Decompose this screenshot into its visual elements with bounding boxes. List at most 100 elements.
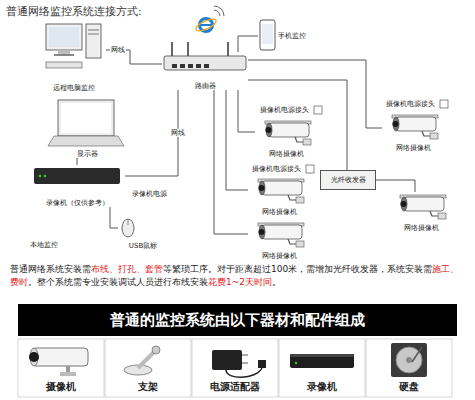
router-node: 路由器: [162, 52, 248, 90]
node-label: 网络摄像机: [269, 150, 304, 158]
pc-drive: [88, 30, 99, 31]
product-bracket-ball: [152, 346, 160, 354]
part-label: 摄像机电源接头: [252, 165, 301, 173]
product-hdd-spindle: [406, 357, 412, 363]
note-text: 。整个系统需专业安装调试人员进行布线安装: [28, 277, 208, 287]
camera-node: 网络摄像机: [255, 118, 317, 158]
note-text: 。: [272, 277, 281, 287]
product-camera-body: [32, 348, 88, 366]
node-label: 网络摄像机: [396, 144, 431, 152]
router-antenna: [171, 42, 173, 56]
node-label: 光纤收发器: [331, 176, 366, 184]
product-hdd-platter: [396, 347, 422, 373]
product-camera-arm: [66, 366, 70, 373]
highlight-text: 花费1~2天时间: [208, 277, 272, 287]
camera-icon: [258, 223, 304, 247]
cable-connector: [248, 60, 382, 128]
monitor-node: 显示器: [50, 98, 125, 158]
product-adapter-cord: [226, 368, 262, 377]
product-name: 支架: [138, 381, 158, 393]
node-label: 手机监控: [278, 32, 306, 40]
router-body: [164, 56, 246, 70]
note-text: 等繁琐工序。对于距离超过100米，需增加光纤收发器，系统安装需: [163, 264, 432, 274]
part-label: 摄像机电源接头: [260, 106, 309, 114]
cable-connector: [214, 90, 248, 234]
product-nvr-body: [290, 354, 354, 368]
monitor-screen: [61, 103, 111, 133]
product-cell: [18, 339, 104, 397]
band-heading: 普通的监控系统由以下器材和配件组成: [110, 311, 365, 329]
product-nvr-led: [295, 362, 297, 364]
highlight-text: 布线、打孔、套管: [91, 264, 163, 274]
router-port: [172, 64, 177, 68]
wifi-arc: [214, 6, 224, 16]
product-hdd-arm: [412, 347, 422, 362]
part-label: 本地监控: [30, 241, 58, 249]
node-label: 路由器: [195, 82, 216, 90]
product-bracket-arm: [138, 352, 154, 368]
pc-tower: [86, 24, 101, 58]
cable-connector: [238, 36, 258, 52]
phone-screen: [262, 24, 273, 44]
power-outlet: [314, 106, 322, 114]
camera-icon: [258, 179, 304, 203]
power-outlet: [440, 100, 448, 108]
pc-screen: [49, 27, 79, 47]
phone-body: [260, 20, 275, 50]
nvr-led: [39, 175, 42, 178]
product-adapter-plug: [258, 360, 266, 368]
pc-stand-base: [54, 54, 74, 56]
wifi-arc: [214, 10, 220, 16]
camera-icon: [265, 121, 311, 145]
camera-node: 网络摄像机: [248, 220, 310, 260]
router-port: [204, 64, 209, 68]
cable-label: 网线: [170, 129, 186, 137]
cable-connector: [77, 158, 78, 165]
mouse-button-line: [128, 220, 129, 225]
computer-node: 远程电脑监控: [42, 20, 106, 92]
node-label: 远程电脑监控: [53, 84, 95, 92]
section-band: 普通的监控系统由以下器材和配件组成: [18, 304, 457, 336]
part-label: 录像机电源: [132, 190, 167, 198]
product-cell: [192, 339, 278, 397]
product-cell: [105, 339, 191, 397]
note-paragraph: 普通网络系统安装需布线、打孔、套管等繁琐工序。对于距离超过100米，需增加光纤收…: [10, 263, 465, 289]
product-camera-bezel: [30, 348, 38, 366]
product-hdd-body: [391, 343, 427, 377]
cable-connector: [248, 80, 347, 170]
product-name: 录像机: [307, 381, 337, 393]
part-label: 摄像机电源接头: [386, 100, 435, 108]
node-label: 显示器: [77, 150, 98, 158]
camera-icon: [400, 195, 446, 219]
node-label: USB鼠标: [129, 242, 157, 250]
ie-icon-ring: [194, 17, 217, 34]
product-name: 摄像机: [46, 381, 76, 393]
product-cell: [366, 339, 452, 397]
camera-node: 网络摄像机: [390, 192, 452, 232]
router-port: [188, 64, 193, 68]
router-antenna: [227, 42, 229, 56]
node-label: 网络摄像机: [262, 208, 297, 216]
router-port: [196, 64, 201, 68]
mouse-node: USB鼠标: [118, 218, 168, 250]
recorder-node: 录像机（仅供参考）: [30, 165, 125, 207]
note-text: 普通网络系统安装需: [10, 264, 91, 274]
mouse-body: [122, 219, 134, 237]
product-cell: [279, 339, 365, 397]
product-adapter-body: [212, 350, 242, 370]
camera-node: 网络摄像机: [248, 176, 310, 216]
cable-label: 网线: [110, 46, 126, 54]
pc-monitor: [46, 24, 82, 50]
node-label: 录像机（仅供参考）: [46, 199, 109, 207]
product-camera-base: [60, 372, 76, 376]
cable-connector: [376, 180, 415, 192]
product-adapter-prong: [242, 362, 248, 364]
pc-drive: [88, 34, 99, 35]
cable-connector: [226, 90, 248, 190]
pc-stand: [58, 50, 70, 54]
phone-node: 手机监控: [258, 18, 322, 54]
camera-node: 网络摄像机: [382, 112, 444, 152]
power-outlet: [306, 165, 314, 173]
node-label: 网络摄像机: [404, 224, 439, 232]
